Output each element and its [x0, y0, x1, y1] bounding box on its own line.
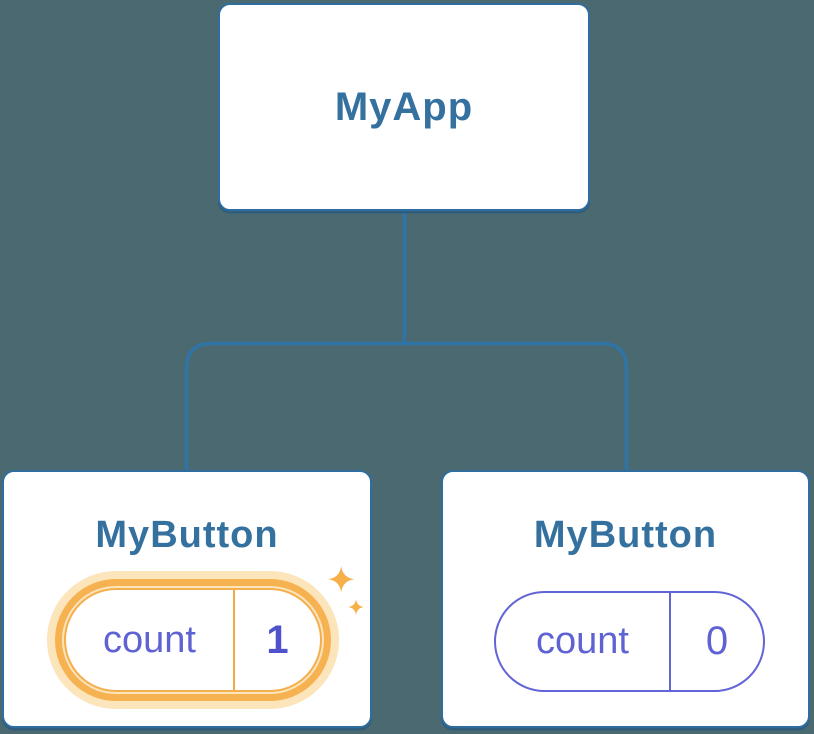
state-value: 0: [705, 619, 729, 663]
node-myapp: MyApp: [218, 3, 590, 211]
state-pill: count 0: [494, 591, 765, 692]
state-value-cell: 1: [235, 590, 320, 690]
state-key: count: [536, 620, 629, 662]
state-pill-highlighted: count 1: [55, 579, 331, 701]
sparkle-icon: [328, 566, 365, 616]
state-value: 1: [266, 617, 289, 662]
state-key-cell: count: [66, 590, 235, 690]
node-label: MyButton: [95, 514, 279, 556]
node-label: MyButton: [533, 514, 718, 556]
node-mybutton-default: MyButton count 0: [441, 470, 810, 728]
node-label: MyApp: [334, 84, 474, 129]
state-key-cell: count: [496, 593, 671, 690]
node-mybutton-highlighted: MyButton count 1: [2, 470, 372, 728]
state-value-cell: 0: [671, 593, 763, 690]
state-key: count: [103, 618, 196, 661]
